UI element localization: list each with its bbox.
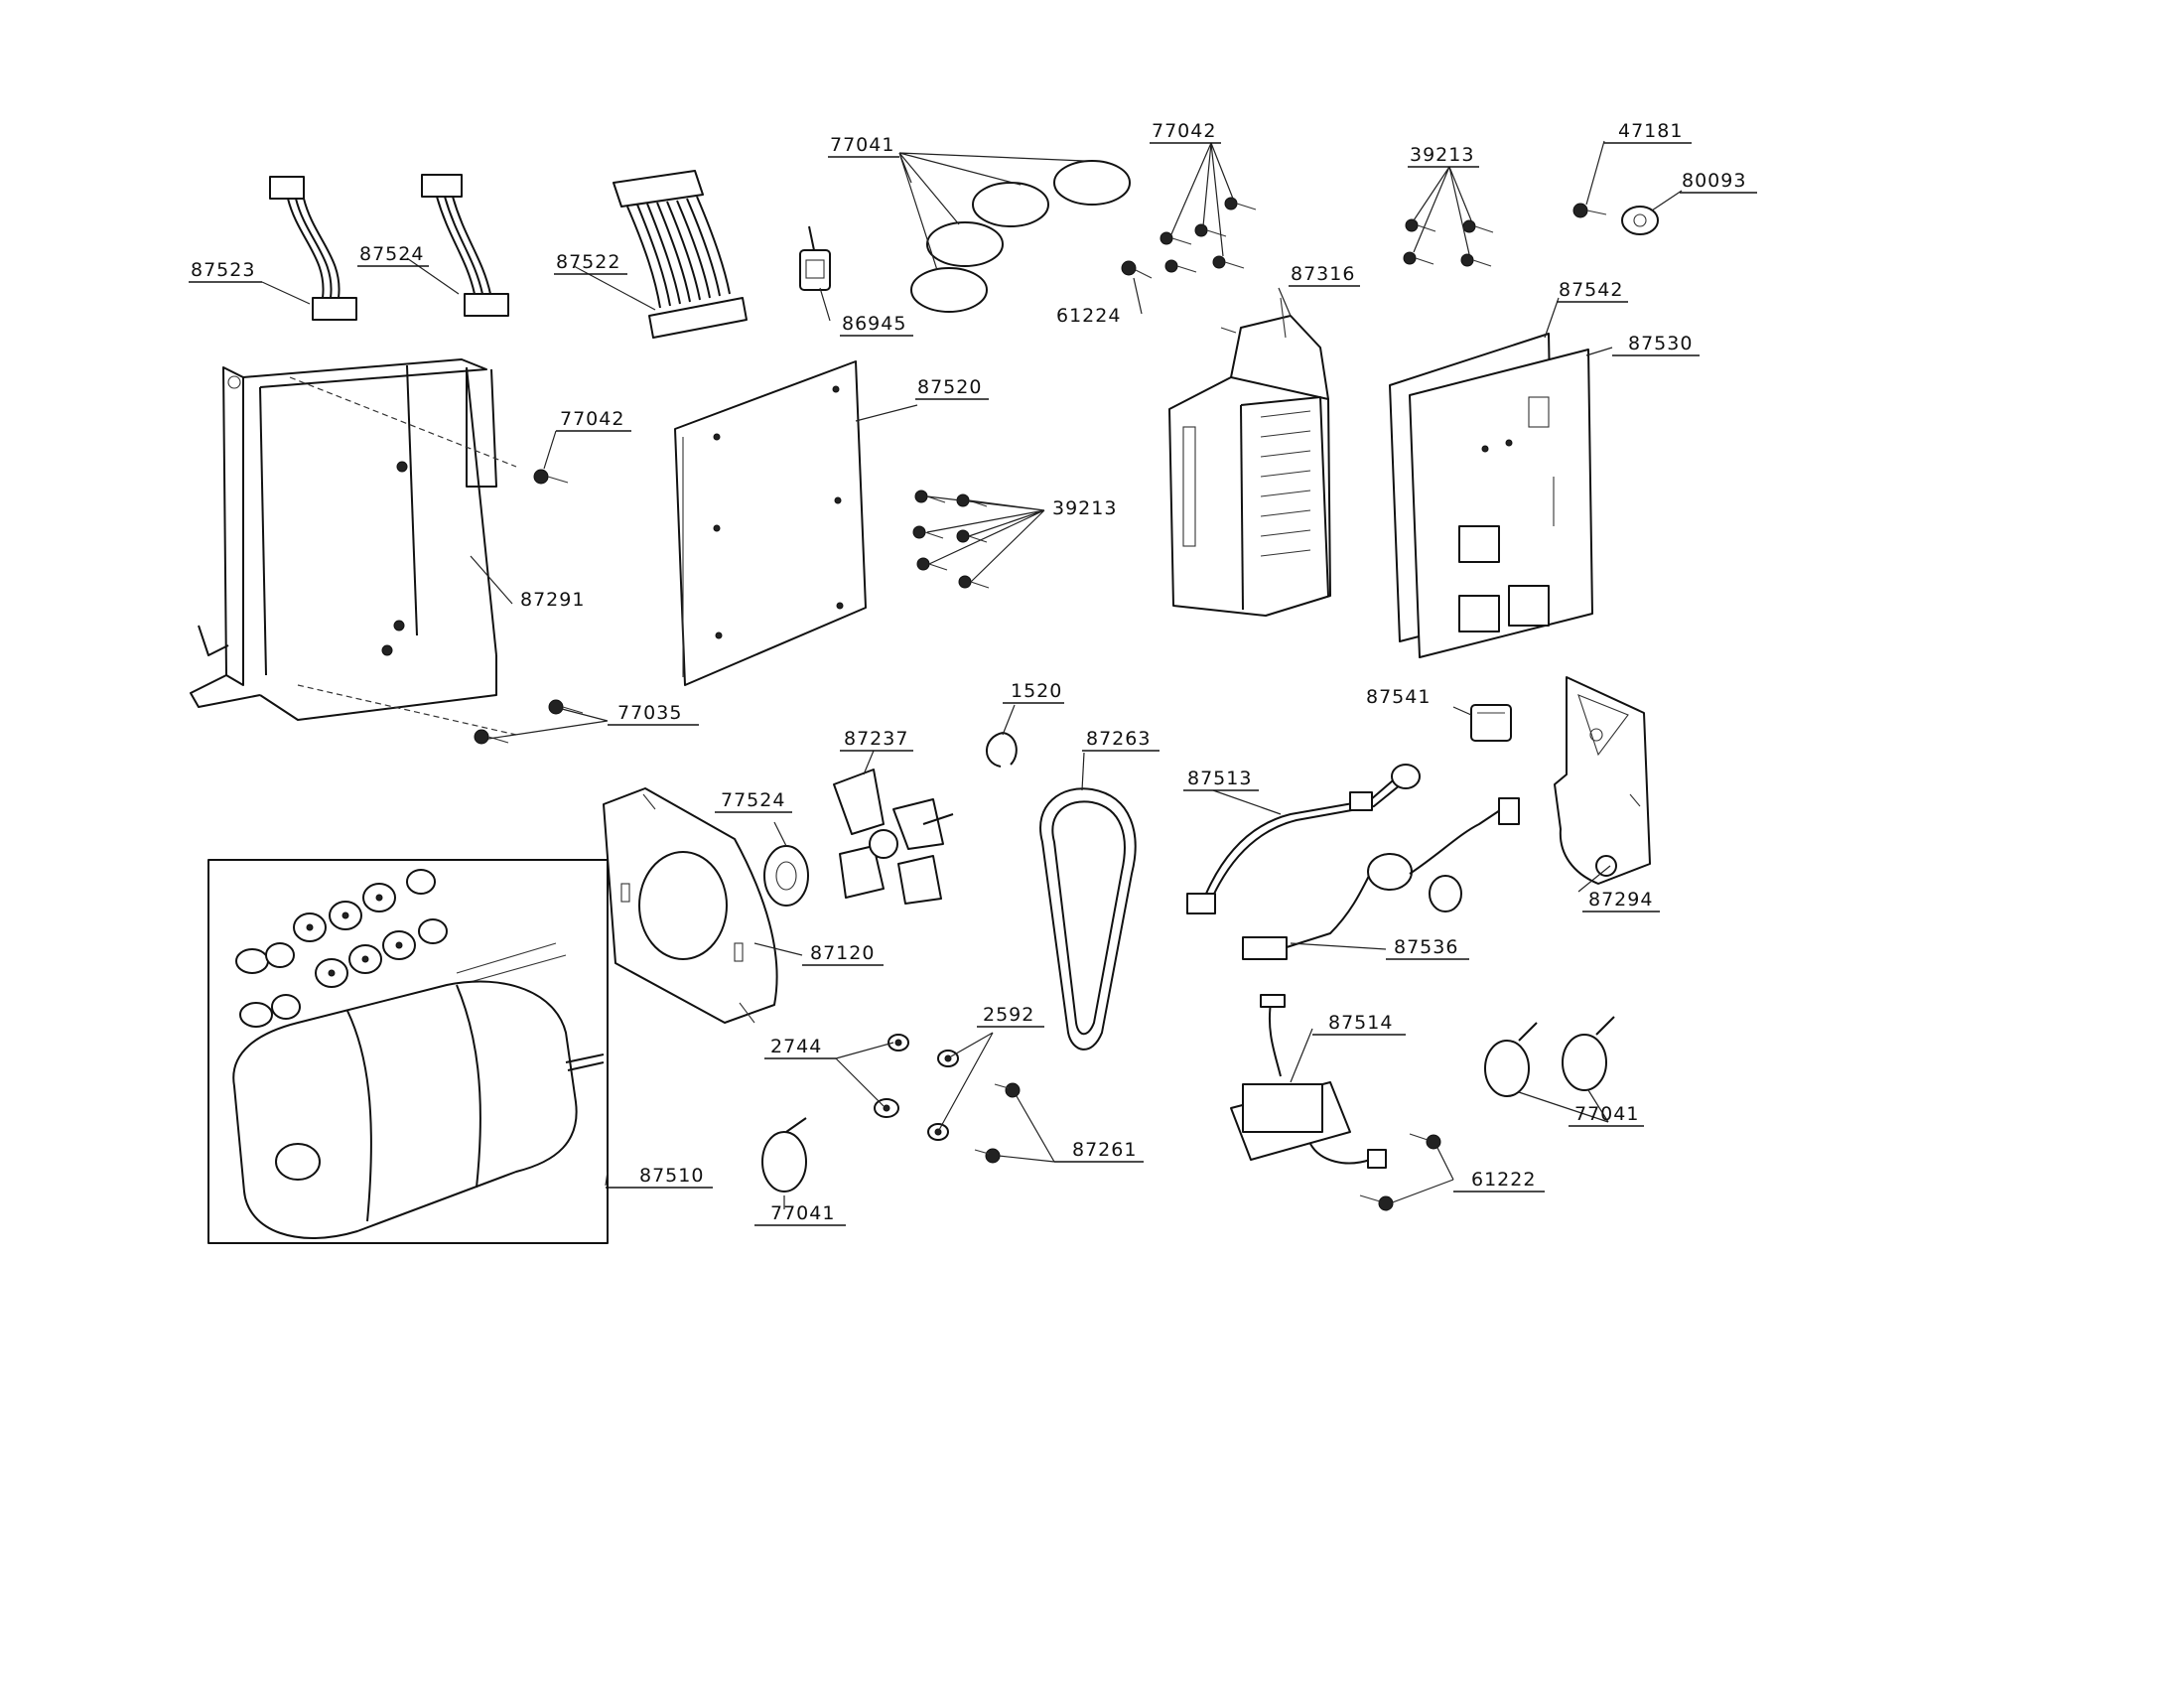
part-label: 87522 bbox=[556, 251, 620, 273]
part-label: 87542 bbox=[1559, 279, 1623, 301]
part-label: 87316 bbox=[1291, 263, 1355, 285]
part-label: 77042 bbox=[1152, 120, 1216, 142]
switch-86945 bbox=[799, 225, 831, 291]
mount-plate-87120 bbox=[603, 787, 778, 1024]
retaining-rings-77041-top bbox=[910, 160, 1131, 313]
control-housing-87316 bbox=[1168, 297, 1331, 617]
part-label: 47181 bbox=[1618, 120, 1683, 142]
bracket-87294 bbox=[1554, 676, 1651, 885]
part-label: 87120 bbox=[810, 942, 875, 964]
retaining-rings-77041-right bbox=[1484, 1016, 1615, 1097]
wire-harness-87523 bbox=[269, 176, 357, 321]
part-label: 87513 bbox=[1187, 768, 1252, 789]
part-label: 87530 bbox=[1628, 333, 1693, 354]
ribbon-cable-87522 bbox=[613, 170, 748, 339]
screws-39213-mid bbox=[912, 490, 990, 589]
part-label: 77041 bbox=[770, 1202, 835, 1224]
part-label: 87524 bbox=[359, 243, 424, 265]
knob-80093 bbox=[1621, 206, 1659, 235]
part-label: 77041 bbox=[830, 134, 894, 156]
part-label: 77041 bbox=[1574, 1103, 1639, 1125]
panel-87520 bbox=[674, 360, 867, 686]
screws-87261 bbox=[974, 1082, 1021, 1164]
part-label: 80093 bbox=[1682, 170, 1746, 192]
part-label: 87510 bbox=[639, 1165, 704, 1187]
part-label: 77035 bbox=[617, 702, 682, 724]
circuit-board-87542-87530 bbox=[1389, 333, 1593, 658]
belt-87263 bbox=[1039, 787, 1137, 1051]
part-label: 87237 bbox=[844, 728, 908, 750]
part-label: 86945 bbox=[842, 313, 906, 335]
part-label: 87520 bbox=[917, 376, 982, 398]
part-label: 87291 bbox=[520, 589, 585, 611]
part-label: 39213 bbox=[1052, 497, 1117, 519]
transformer-87514 bbox=[1230, 994, 1387, 1169]
washers-2744-2592 bbox=[874, 1034, 959, 1141]
motor-kit-87510 bbox=[207, 859, 609, 1244]
part-label: 61222 bbox=[1471, 1169, 1536, 1191]
part-label: 87523 bbox=[191, 259, 255, 281]
switch-87541 bbox=[1470, 704, 1512, 742]
part-label: 87294 bbox=[1588, 889, 1653, 911]
part-label: 2592 bbox=[983, 1004, 1034, 1026]
part-label: 2744 bbox=[770, 1036, 822, 1057]
screw-61224 bbox=[1121, 260, 1153, 279]
part-label: 87263 bbox=[1086, 728, 1151, 750]
screws-77035 bbox=[474, 699, 584, 745]
coupling-77524 bbox=[763, 845, 809, 907]
retaining-ring-77041-bottom bbox=[761, 1117, 807, 1193]
screws-77042-top bbox=[1160, 197, 1257, 273]
part-labels: 87523 87524 87522 77041 86945 77042 6122… bbox=[189, 120, 1757, 1226]
part-label: 61224 bbox=[1056, 305, 1121, 327]
clip-1520 bbox=[986, 732, 1018, 768]
part-label: 87514 bbox=[1328, 1012, 1393, 1034]
part-label: 87541 bbox=[1366, 686, 1431, 708]
part-label: 77524 bbox=[721, 789, 785, 811]
part-label: 87261 bbox=[1072, 1139, 1137, 1161]
screws-61222 bbox=[1359, 1133, 1441, 1211]
chassis-frame-87291 bbox=[190, 358, 517, 736]
part-label: 87536 bbox=[1394, 936, 1458, 958]
screw-77042-mid bbox=[533, 469, 569, 485]
part-label: 1520 bbox=[1011, 680, 1062, 702]
part-label: 39213 bbox=[1410, 144, 1474, 166]
part-label: 77042 bbox=[560, 408, 624, 430]
fan-87237 bbox=[833, 769, 954, 905]
screws-39213-top bbox=[1403, 218, 1494, 267]
leader-lines bbox=[261, 140, 1683, 1209]
screw-47181 bbox=[1572, 203, 1607, 218]
wire-harness-87524 bbox=[421, 174, 509, 317]
wire-harness-87536 bbox=[1242, 797, 1520, 960]
wire-harness-87513 bbox=[1186, 764, 1421, 914]
